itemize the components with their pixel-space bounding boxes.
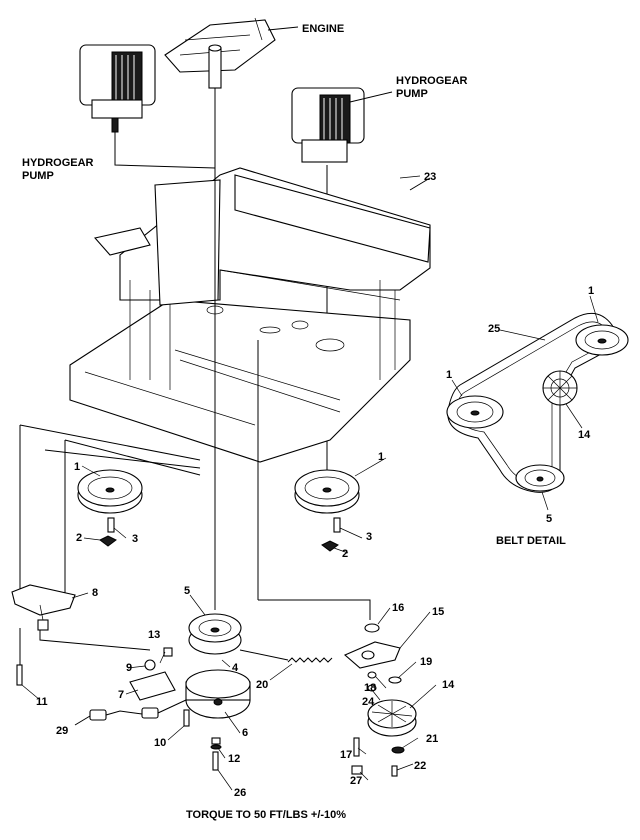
callout-18: 18 <box>364 682 376 694</box>
callout-20: 20 <box>256 679 268 691</box>
callout-21: 21 <box>426 733 438 745</box>
pulley-right <box>294 469 360 552</box>
pulley-left <box>77 469 143 547</box>
callout-23: 23 <box>424 171 436 183</box>
label-hydrogear-right-line2: PUMP <box>396 88 428 100</box>
callout-22: 22 <box>414 760 426 772</box>
callout-5-center: 5 <box>184 585 190 597</box>
callout-29: 29 <box>56 725 68 737</box>
label-torque-note: TORQUE TO 50 FT/LBS +/-10% <box>186 809 346 821</box>
harness-29 <box>74 699 187 726</box>
bracket-7 <box>129 647 190 727</box>
callout-1-belt-top: 1 <box>588 285 594 297</box>
callout-7: 7 <box>118 689 124 701</box>
callout-2-right: 2 <box>342 548 348 560</box>
clutch-6 <box>185 669 251 771</box>
callout-19: 19 <box>420 656 432 668</box>
bracket-8 <box>11 584 76 686</box>
callout-8: 8 <box>92 587 98 599</box>
callout-14-belt: 14 <box>578 429 591 441</box>
label-hydrogear-right-line1: HYDROGEAR <box>396 75 468 87</box>
idler-bracket-15 <box>343 623 402 692</box>
callout-10: 10 <box>154 737 166 749</box>
callout-2-left: 2 <box>76 532 82 544</box>
callout-leaders <box>21 175 599 791</box>
engine-plate <box>164 17 299 89</box>
callout-26: 26 <box>234 787 246 799</box>
hydrogear-pump-left <box>79 44 216 169</box>
label-hydrogear-left-line2: PUMP <box>22 170 54 182</box>
callout-1-left-pulley: 1 <box>74 461 80 473</box>
callout-4: 4 <box>232 662 239 674</box>
callout-25: 25 <box>488 323 500 335</box>
callout-15: 15 <box>432 606 444 618</box>
main-frame <box>69 167 431 463</box>
belt-detail <box>446 312 629 493</box>
callout-13: 13 <box>148 629 160 641</box>
callout-5-belt: 5 <box>546 513 552 525</box>
callout-3-right: 3 <box>366 531 372 543</box>
callout-1-belt-left: 1 <box>446 369 452 381</box>
callout-3-left: 3 <box>132 533 138 545</box>
text-labels: ENGINE HYDROGEAR PUMP HYDROGEAR PUMP BEL… <box>22 23 566 821</box>
spring-20 <box>239 649 333 663</box>
idler-pulley-14 <box>351 699 417 777</box>
callout-11: 11 <box>36 696 48 708</box>
label-hydrogear-left-line1: HYDROGEAR <box>22 157 94 169</box>
callout-numbers: 23 1 1 2 3 3 2 8 5 13 9 4 7 11 29 6 10 1… <box>36 171 594 799</box>
callout-27: 27 <box>350 775 362 787</box>
callout-17: 17 <box>340 749 352 761</box>
callout-6: 6 <box>242 727 248 739</box>
leader-lines <box>19 88 371 651</box>
callout-14-lower: 14 <box>442 679 455 691</box>
label-engine: ENGINE <box>302 23 344 35</box>
pulley-5 <box>188 613 242 655</box>
label-belt-detail: BELT DETAIL <box>496 535 566 547</box>
callout-1-right-pulley: 1 <box>378 451 384 463</box>
callout-24: 24 <box>362 696 375 708</box>
callout-9: 9 <box>126 662 132 674</box>
callout-12: 12 <box>228 753 240 765</box>
callout-16: 16 <box>392 602 404 614</box>
